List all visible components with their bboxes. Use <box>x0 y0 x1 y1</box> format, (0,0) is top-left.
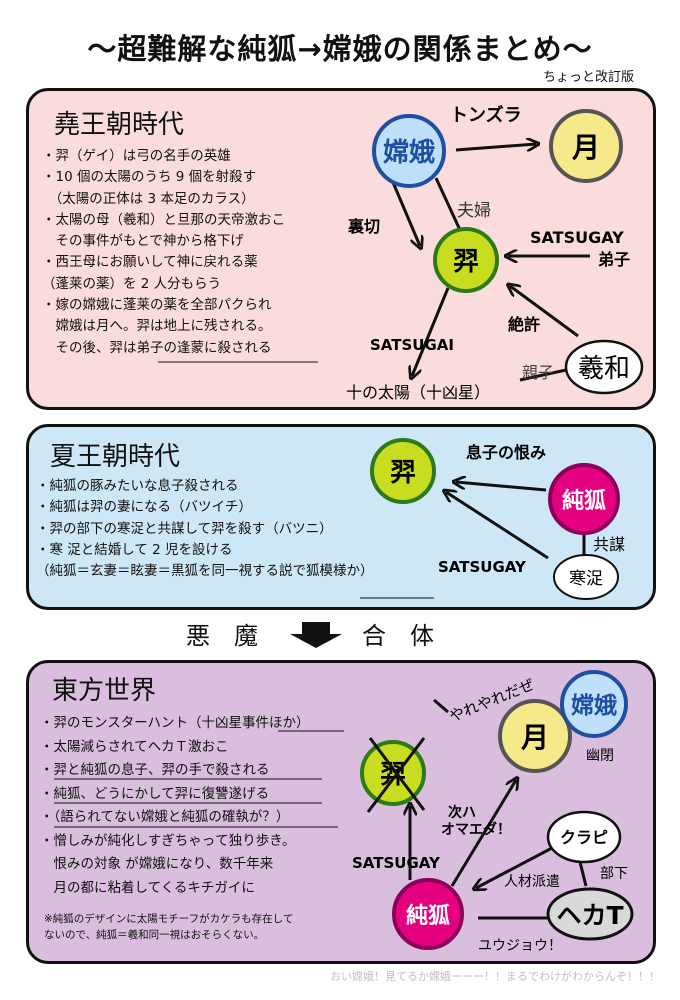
list-item: ・寒 浞と結婚して 2 児を設ける <box>36 541 233 558</box>
list-item: ・（語られてない嫦娥と純狐の確執が？） <box>40 809 290 825</box>
list-item: ・純狐、どうにかして羿に復讐遂げる <box>40 785 270 802</box>
list-item: ・羿と純狐の息子、羿の手で殺される <box>40 762 270 778</box>
footer-text: おい嫦娥！見てるか嫦娥ーーー！！まるでわけがわからんぞ！！！ <box>330 970 660 983</box>
list-item: （蓬莱の薬）を 2 人分もらう <box>42 275 222 292</box>
list-item: ・純狐の豚みたいな息子殺される <box>36 478 239 494</box>
section2-bullets: ・純狐の豚みたいな息子殺される ・純狐は羿の妻になる（バツイチ） ・羿の部下の寒… <box>36 476 374 582</box>
list-item: ・純狐は羿の妻になる（バツイチ） <box>36 499 252 516</box>
footnote: ※純狐のデザインに太陽モチーフがカケラも存在して ないので、純狐＝羲和同一視はお… <box>44 913 294 941</box>
list-item: その事件がもとで神から格下げ <box>42 233 244 250</box>
page-subtitle: ちょっと改訂版 <box>542 70 634 85</box>
page-title: ～超難解な純狐→嫦娥の関係まとめ～ <box>87 32 593 66</box>
merge-right-text: 合 体 <box>362 622 434 650</box>
section2-title: 夏王朝時代 <box>50 442 181 472</box>
list-item: ・羿のモンスターハント（十凶星事件ほか） <box>40 715 310 731</box>
merge-left-text: 悪 魔 <box>186 622 258 650</box>
list-item: ・羿（ゲイ）は弓の名手の英雄 <box>42 148 231 164</box>
list-item: ・憎しみが純化しすぎちゃって独り歩き。 <box>40 832 296 849</box>
list-item: その後、羿は弟子の逢蒙に殺される <box>42 339 272 356</box>
section1-bullets: ・羿（ゲイ）は弓の名手の英雄 ・10 個の太陽のうち 9 個を射殺す （太陽の正… <box>42 146 285 359</box>
list-item: 嫦娥は月へ。羿は地上に残される。 <box>42 318 272 335</box>
list-item: ・西王母にお願いして神に戻れる薬 <box>42 254 258 271</box>
list-item: ・10 個の太陽のうち 9 個を射殺す <box>42 169 257 186</box>
section1-title: 堯王朝時代 <box>54 110 185 140</box>
list-item: ・羿の部下の寒浞と共謀して羿を殺す（バツニ） <box>36 520 333 537</box>
list-item: 恨みの対象 が嫦娥になり、数千年来 <box>40 856 274 872</box>
list-item: ・太陽減らされてヘカＴ激おこ <box>40 738 229 755</box>
section3-title: 東方世界 <box>52 676 157 706</box>
list-item: 月の都に粘着してくるキチガイに <box>40 879 255 896</box>
list-item: （純狐＝玄妻＝眩妻＝黒狐を同一視する説で狐模様か） <box>36 563 374 580</box>
list-item: （太陽の正体は 3 本足のカラス） <box>42 190 255 207</box>
section3-bullets: ・羿のモンスターハント（十凶星事件ほか） ・太陽減らされてヘカＴ激おこ ・羿と純… <box>40 712 309 900</box>
merge-arrow-icon <box>290 622 342 648</box>
list-item: ・太陽の母（羲和）と旦那の天帝激おこ <box>42 211 285 228</box>
list-item: ・嫁の嫦娥に蓬莱の薬を全部パクられ <box>42 297 272 314</box>
